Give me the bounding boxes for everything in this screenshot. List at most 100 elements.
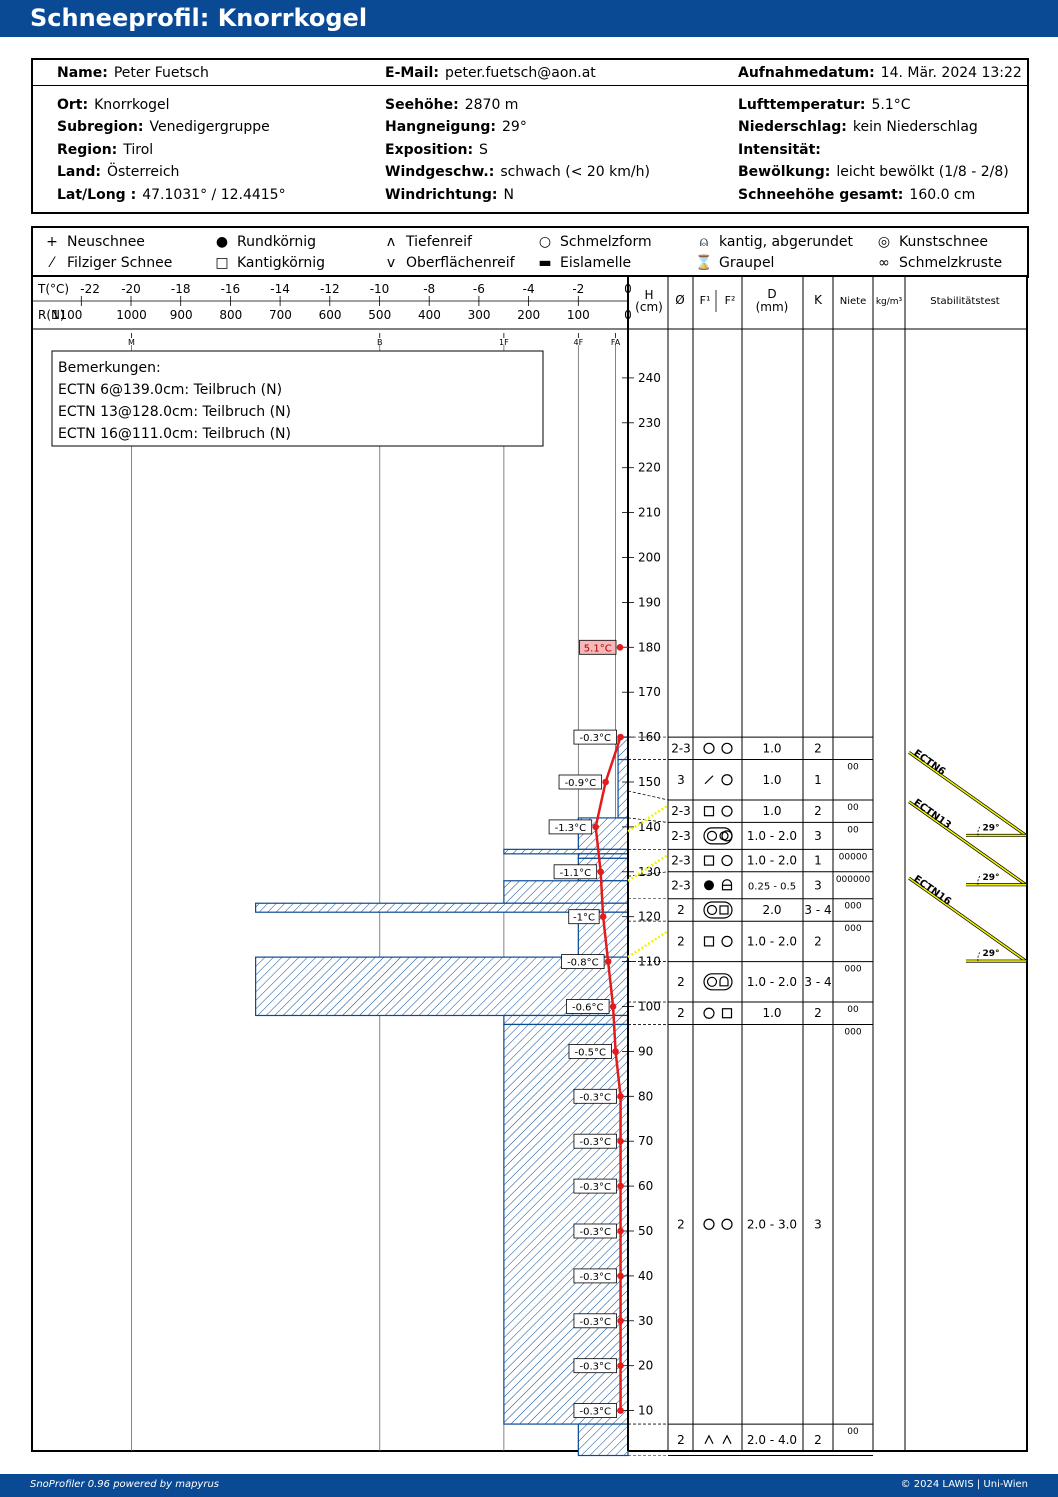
hardness-layer (577, 1423, 629, 1457)
legend-kantigkoernig: □Kantigkörnig (211, 254, 325, 272)
height-tick-label: 200 (638, 551, 661, 565)
temperature-point (617, 1227, 624, 1235)
temperature-label: -1°C (573, 913, 595, 924)
filled-circle-icon (704, 880, 714, 891)
height-tick-label: 50 (638, 1224, 653, 1238)
layer-wetness: 000 (844, 902, 861, 912)
info-bewoelkung: Bewölkung:leicht bewölkt (1/8 - 2/8) (738, 164, 1009, 180)
height-tick-label: 120 (638, 910, 661, 924)
layer-grain-diameter: 2.0 - 4.0 (747, 1433, 797, 1447)
layer-grain-diameter: 1.0 (762, 741, 781, 755)
temperature-point (602, 778, 609, 786)
layer-hardness-class: 2 (814, 741, 822, 755)
info-date: Aufnahmedatum:14. Mär. 2024 13:22 (738, 65, 1022, 81)
resistance-tick-label: 100 (567, 308, 590, 322)
info-email: E-Mail:peter.fuetsch@aon.at (385, 65, 596, 81)
height-tick-label: 130 (638, 865, 661, 879)
resistance-tick-label: 500 (368, 308, 391, 322)
circle-icon (703, 1007, 715, 1019)
layer-link-line (627, 790, 669, 801)
layer-grain-diameter: 2.0 (762, 903, 781, 917)
layer-wetness: 000000 (836, 875, 871, 885)
circle-icon (721, 774, 733, 786)
hardness-layer (503, 1014, 629, 1026)
temperature-tick-label: -16 (221, 282, 241, 296)
legend-eislamelle: ▬Eislamelle (534, 254, 631, 272)
melt-crust-icon (703, 973, 733, 991)
layer-grain-size-class: 3 (677, 773, 685, 787)
info-name: Name:Peter Fuetsch (57, 65, 209, 81)
height-tick-label: 190 (638, 595, 661, 609)
temperature-label: -0.6°C (572, 1003, 604, 1014)
temperature-axis-label: T(°C) (37, 282, 69, 296)
resistance-tick-label: 700 (269, 308, 292, 322)
height-tick-label: 100 (638, 1000, 661, 1014)
layer-grain-diameter: 1.0 - 2.0 (747, 934, 797, 948)
stability-test-angle-arc (977, 951, 981, 962)
air-temperature-box (579, 639, 617, 655)
rounded-angular-icon: ⍝ (699, 234, 709, 250)
temperature-label: -0.9°C (565, 778, 597, 789)
info-latlong: Lat/Long :47.1031° / 12.4415° (57, 187, 286, 203)
temperature-label: -0.3°C (579, 1092, 611, 1103)
info-lufttemperatur: Lufttemperatur:5.1°C (738, 97, 911, 113)
stability-test-angle: 29° (982, 823, 999, 833)
info-region: Region:Tirol (57, 142, 154, 158)
legend-filziger-schnee: ⁄Filziger Schnee (41, 254, 173, 272)
stability-test-slope (908, 877, 1027, 962)
layer-grain-size-class: 2 (677, 975, 685, 989)
layer-grain-diameter: 1.0 (762, 804, 781, 818)
header-density: kg/m³ (876, 297, 903, 307)
header-bar: Schneeprofil: Knorrkogel (0, 0, 1058, 37)
height-tick-label: 180 (638, 640, 661, 654)
temperature-tick-label: -12 (320, 282, 340, 296)
temperature-label: -0.3°C (579, 1182, 611, 1193)
temperature-point (609, 1003, 617, 1010)
temperature-point (617, 1093, 624, 1100)
temperature-label-box (553, 864, 598, 880)
temperature-label-box (573, 1223, 617, 1239)
temperature-label: -0.5°C (575, 1047, 607, 1058)
resistance-tick-label: 800 (219, 308, 242, 322)
plus-icon: + (46, 234, 58, 250)
temperature-tick-label: -10 (370, 282, 390, 296)
legend-schmelzform: ○Schmelzform (534, 233, 652, 251)
square-icon (703, 806, 715, 817)
stability-test-angle: 29° (982, 873, 999, 883)
rounded-angular-icon (721, 879, 733, 891)
info-intensitaet: Intensität: (738, 142, 821, 158)
layer-wetness: 00 (847, 763, 859, 773)
resistance-tick-label: 600 (319, 308, 342, 322)
layer-grain-size-class: 2 (677, 934, 685, 948)
layer-grain-diameter: 0.25 - 0.5 (748, 881, 796, 892)
stability-test-slope (908, 801, 1027, 886)
temperature-label: -0.3°C (579, 733, 611, 744)
height-tick-label: 220 (638, 461, 661, 475)
caret-up-icon (722, 1434, 732, 1445)
temperature-tick-label: -8 (423, 282, 435, 296)
info-ort: Ort:Knorrkogel (57, 97, 170, 113)
circle-icon (721, 805, 733, 817)
stability-test-connector (627, 930, 669, 959)
height-tick-label: 40 (638, 1269, 653, 1283)
temperature-label: -0.3°C (579, 1137, 611, 1148)
caret-down-icon: v (386, 255, 396, 271)
hand-hardness-label: FA (611, 338, 621, 347)
double-circle-icon: ◎ (877, 234, 891, 250)
header-f1: F¹ (700, 294, 711, 307)
layer-wetness: 000 (844, 1027, 861, 1037)
temperature-point (617, 733, 624, 741)
legend-kunstschnee: ◎Kunstschnee (873, 233, 988, 251)
stability-test-angle: 29° (982, 949, 999, 959)
legend-rundkoernig: ●Rundkörnig (211, 233, 316, 251)
layer-hardness-class: 3 - 4 (804, 903, 831, 917)
info-hangneigung: Hangneigung:29° (385, 119, 527, 135)
hardness-layer (503, 848, 629, 855)
info-seehoehe: Seehöhe:2870 m (385, 97, 519, 113)
